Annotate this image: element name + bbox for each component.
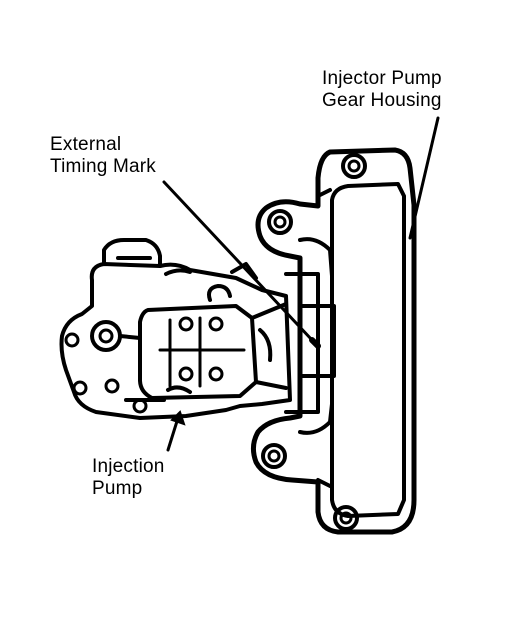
leader-gear-housing <box>408 116 440 240</box>
injection-pump-label: Injection Pump <box>92 456 165 500</box>
injection-pump-body <box>59 238 292 420</box>
gear-housing-label: Injector Pump Gear Housing <box>322 68 442 112</box>
injection-pump-label-line2: Pump <box>92 478 143 499</box>
injection-pump-label-line1: Injection <box>92 456 165 477</box>
leader-injection-pump <box>166 416 180 452</box>
gear-housing <box>250 147 417 535</box>
timing-mark-label: External Timing Mark <box>50 134 156 178</box>
arrowhead-icon <box>170 410 186 426</box>
timing-mark-label-line1: External <box>50 134 122 155</box>
leader-timing-mark <box>162 180 314 342</box>
timing-mark-label-line2: Timing Mark <box>50 156 157 177</box>
gear-housing-label-line1: Injector Pump <box>322 68 442 89</box>
gear-housing-label-line2: Gear Housing <box>322 90 442 111</box>
